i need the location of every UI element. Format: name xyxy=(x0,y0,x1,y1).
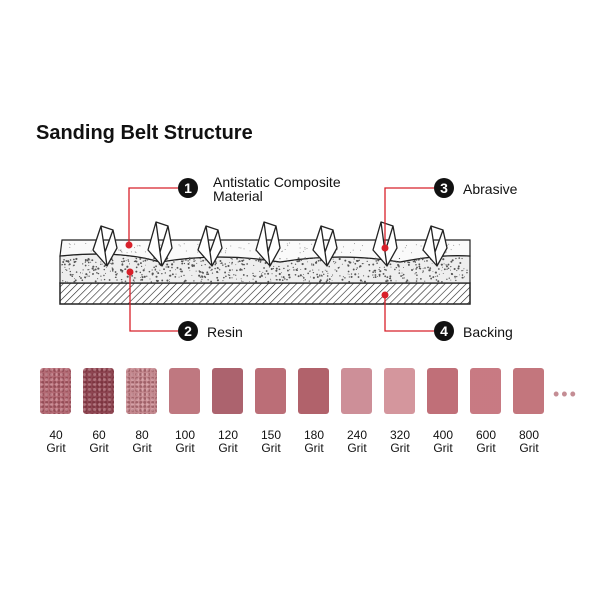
grit-swatch-100 xyxy=(169,368,200,414)
callout-number-3: 3 xyxy=(434,178,454,198)
abrasive-grain xyxy=(372,221,398,267)
grit-unit: Grit xyxy=(89,441,109,455)
grit-value: 800 xyxy=(518,428,540,442)
abrasive-grain xyxy=(255,221,281,267)
callout-number-2: 2 xyxy=(178,321,198,341)
grit-value: 80 xyxy=(135,428,149,442)
callout-label-resin: Resin xyxy=(207,324,243,340)
grit-swatch-600 xyxy=(470,368,501,414)
grit-unit: Grit xyxy=(304,441,324,455)
callout-label-backing: Backing xyxy=(463,324,513,340)
grit-unit: Grit xyxy=(476,441,496,455)
more-indicator: ••• xyxy=(553,384,578,404)
grit-swatch-120 xyxy=(212,368,243,414)
grit-unit: Grit xyxy=(347,441,367,455)
grit-value: 60 xyxy=(92,428,106,442)
callout-label-antistatic: Antistatic Composite Material xyxy=(213,175,341,203)
grit-swatch-40 xyxy=(40,368,71,414)
page-title: Sanding Belt Structure xyxy=(36,122,253,144)
grit-unit: Grit xyxy=(218,441,238,455)
grit-unit: Grit xyxy=(390,441,410,455)
callout-lines xyxy=(128,187,434,332)
grit-unit: Grit xyxy=(433,441,453,455)
abrasive-grain xyxy=(197,225,223,267)
abrasive-grain xyxy=(147,221,173,267)
grit-value: 240 xyxy=(346,428,368,442)
grit-unit: Grit xyxy=(261,441,281,455)
grit-swatch-150 xyxy=(255,368,286,414)
grit-swatch-400 xyxy=(427,368,458,414)
callout-number-4: 4 xyxy=(434,321,454,341)
grit-swatch-320 xyxy=(384,368,415,414)
abrasive-grain xyxy=(422,225,448,267)
grit-swatch-800 xyxy=(513,368,544,414)
grit-value: 40 xyxy=(49,428,63,442)
backing-layer xyxy=(59,282,471,305)
grit-value: 180 xyxy=(303,428,325,442)
callout-number-1: 1 xyxy=(178,178,198,198)
callout-label-abrasive: Abrasive xyxy=(463,181,518,197)
grit-value: 320 xyxy=(389,428,411,442)
abrasive-grain xyxy=(312,225,338,267)
grit-unit: Grit xyxy=(175,441,195,455)
callout-label-line1: Antistatic Composite xyxy=(213,174,341,190)
grit-value: 600 xyxy=(475,428,497,442)
grit-value: 120 xyxy=(217,428,239,442)
grit-swatch-240 xyxy=(341,368,372,414)
callout-dots xyxy=(125,241,389,299)
grit-value: 150 xyxy=(260,428,282,442)
abrasive-grains xyxy=(92,221,448,267)
grit-swatch-80 xyxy=(126,368,157,414)
grit-swatch-60 xyxy=(83,368,114,414)
grit-unit: Grit xyxy=(46,441,66,455)
grit-unit: Grit xyxy=(132,441,152,455)
grit-value: 400 xyxy=(432,428,454,442)
callout-label-line2: Material xyxy=(213,188,263,204)
grit-unit: Grit xyxy=(519,441,539,455)
grit-swatch-180 xyxy=(298,368,329,414)
abrasive-grain xyxy=(92,225,118,267)
grit-value: 100 xyxy=(174,428,196,442)
